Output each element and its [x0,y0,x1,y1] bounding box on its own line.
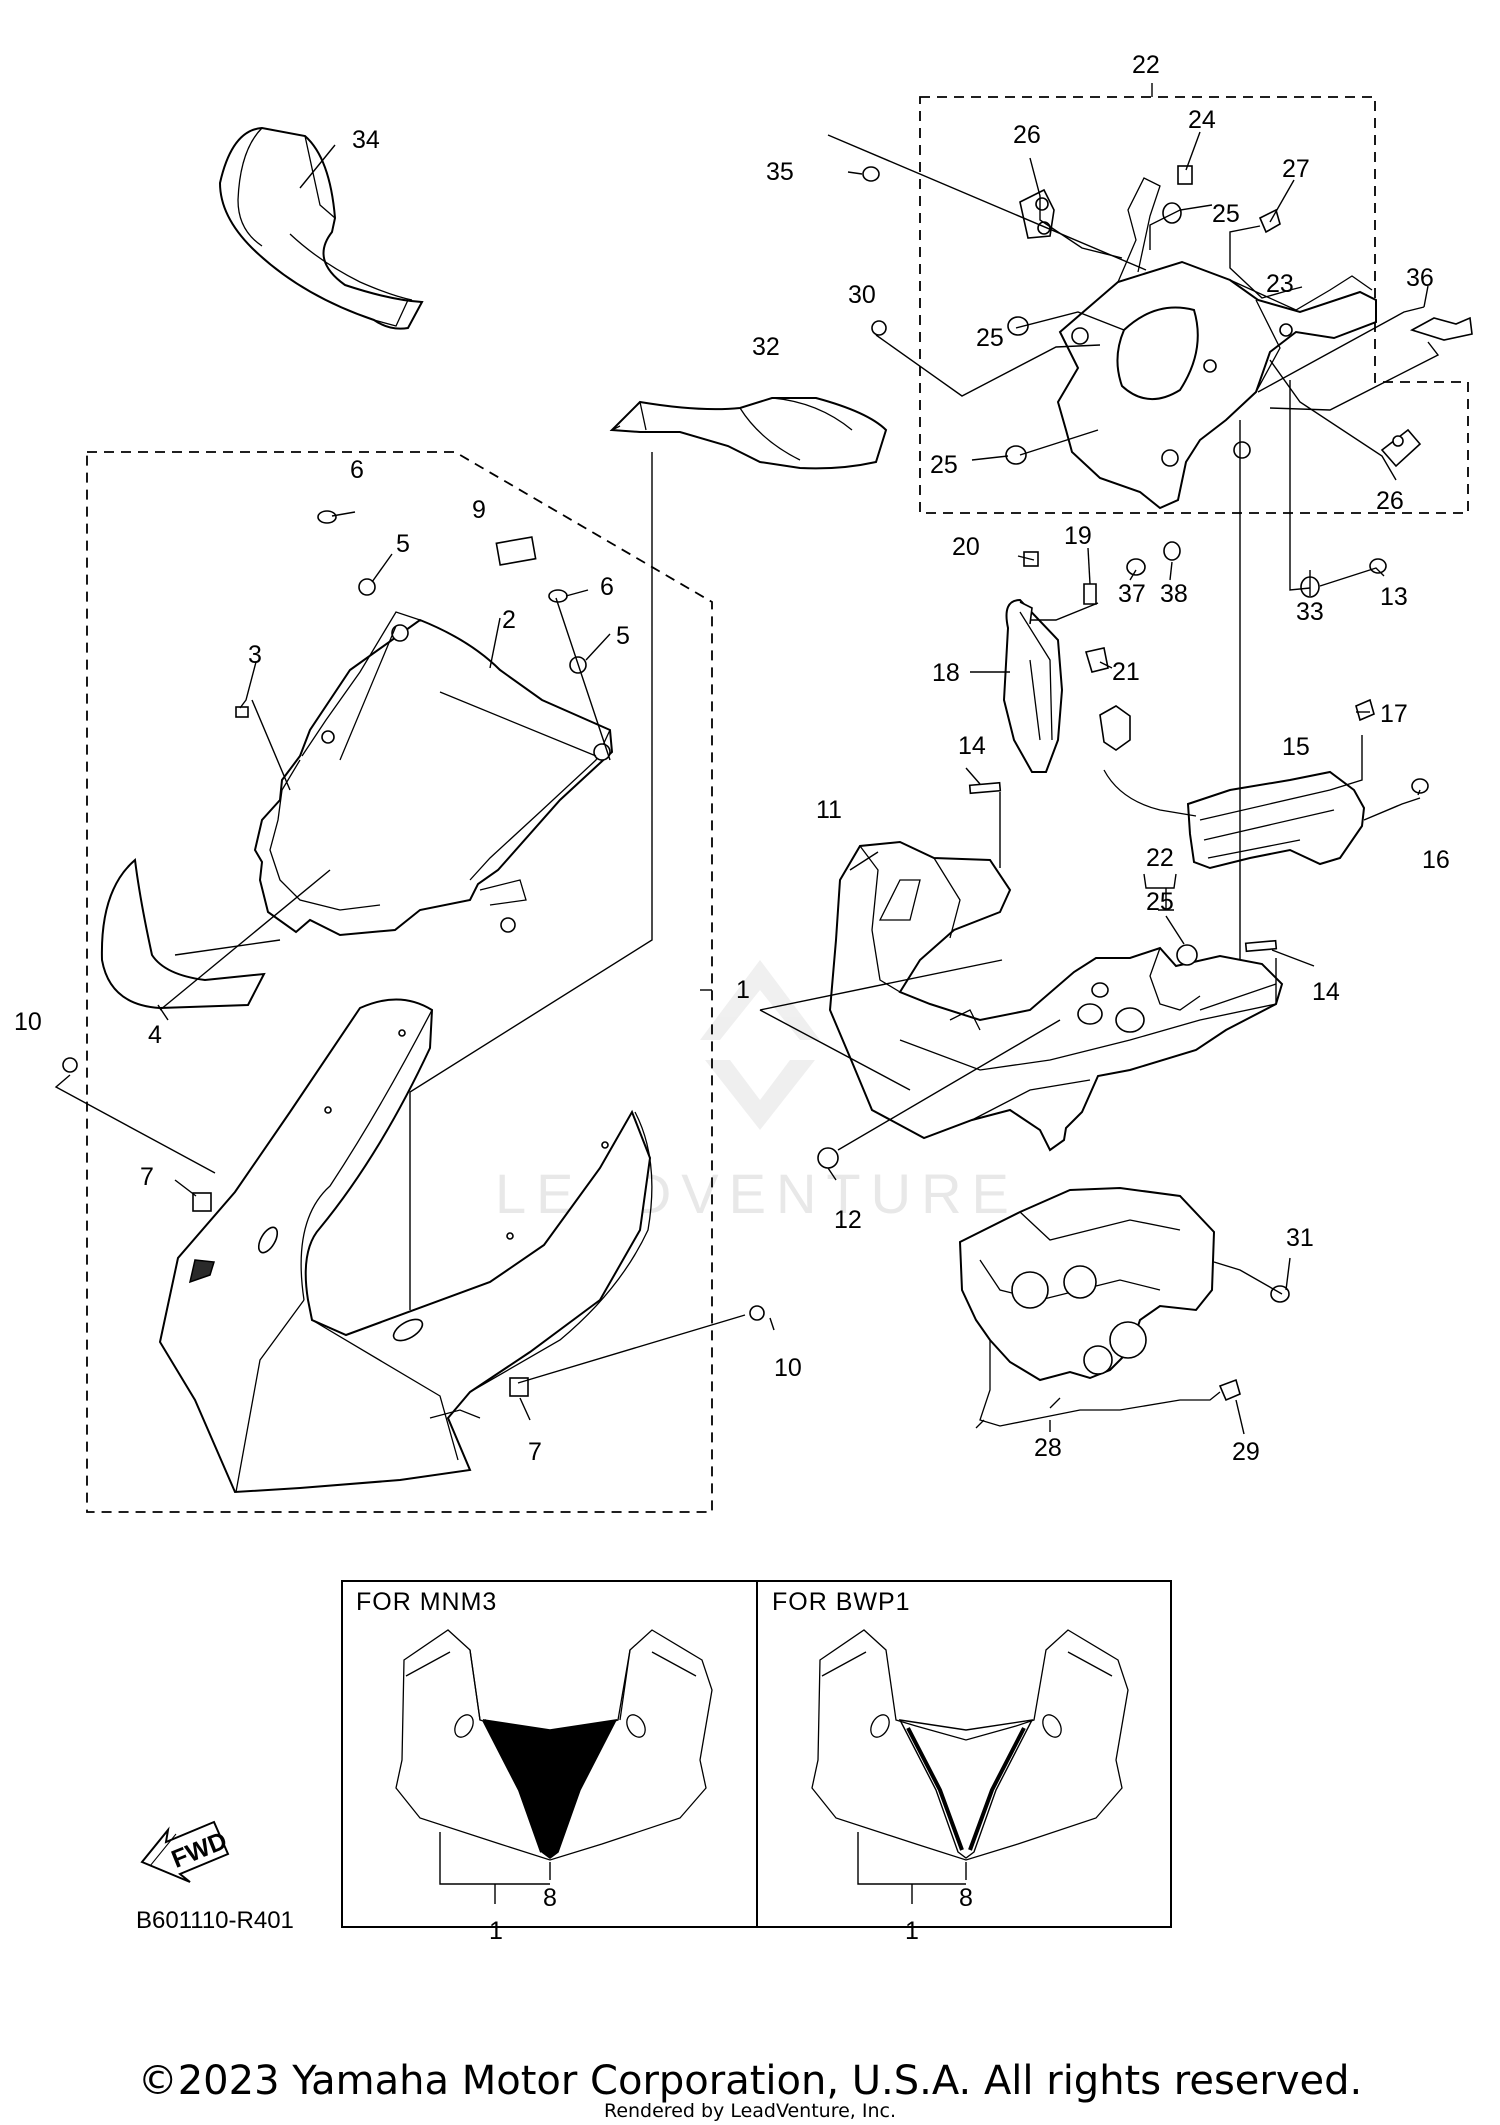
variant-bwp1-title: FOR BWP1 [772,1588,911,1616]
grommet-12 [817,1147,839,1169]
label-36: 36 [1406,264,1434,292]
variant-bwp1-part-8: 8 [959,1884,973,1912]
label-30: 30 [848,281,876,309]
windshield-2 [253,611,614,937]
label-25b: 25 [976,324,1004,352]
label-32: 32 [752,333,780,361]
label-20: 20 [952,533,980,561]
variant-mnm3-part-8: 8 [543,1884,557,1912]
label-37: 37 [1118,580,1146,608]
lens-18 [1002,598,1064,773]
copyright-text: ©2023 Yamaha Motor Corporation, U.S.A. A… [137,2058,1363,2104]
label-14b: 14 [1312,978,1340,1006]
label-27: 27 [1282,155,1310,183]
label-9: 9 [472,496,486,524]
leaders-lower [1049,1257,1291,1435]
label-6b: 6 [600,573,614,601]
label-6a: 6 [350,456,364,484]
label-17: 17 [1380,700,1408,728]
part-labels: 34 6 5 9 6 5 2 3 4 10 7 1 10 7 32 35 30 … [14,51,1450,1466]
label-33: 33 [1296,598,1324,626]
label-1: 1 [736,976,750,1004]
bracket-23 [1056,177,1377,510]
label-10b: 10 [774,1354,802,1382]
label-16: 16 [1422,846,1450,874]
label-5a: 5 [396,530,410,558]
leaders-right-top [827,83,1440,481]
rendered-by-text: Rendered by LeadVenture, Inc. [603,2100,897,2122]
group-22-boundary [919,96,1469,514]
label-14a: 14 [958,732,986,760]
label-7a: 7 [140,1163,154,1191]
headlight-unit [958,1186,1290,1429]
label-26a: 26 [1013,121,1041,149]
label-24: 24 [1188,106,1216,134]
housing-11 [828,840,1284,1152]
label-3: 3 [248,641,262,669]
label-2: 2 [502,606,516,634]
label-5b: 5 [616,622,630,650]
label-19: 19 [1064,522,1092,550]
upper-cowl-1 [158,998,653,1494]
label-11: 11 [816,796,842,824]
hardware-mid [1023,541,1429,794]
variant-bwp1-part-1: 1 [905,1917,919,1945]
variant-box: FOR MNM3 8 1 FOR BWP1 [341,1580,1172,1945]
label-34: 34 [352,126,380,154]
drawing-code: B601110-R401 [136,1907,294,1934]
leaders-left [54,144,775,1421]
label-31: 31 [1286,1224,1314,1252]
leaders-mid [759,380,1421,1181]
label-35: 35 [766,158,794,186]
grommet-25-lower [1176,944,1198,966]
mirror-34 [218,126,424,330]
label-23: 23 [1266,270,1294,298]
label-15: 15 [1282,733,1310,761]
bracket-22-25 [1143,873,1177,889]
pins-14 [968,781,1278,953]
hardware-left [62,510,765,1397]
panel-15 [1099,705,1366,870]
group-1-boundary [86,451,713,1513]
variant-mnm3-title: FOR MNM3 [356,1588,497,1616]
label-25c: 25 [930,451,958,479]
duct-32 [609,397,888,470]
label-25d: 25 [1146,888,1174,916]
variant-mnm3-part-1: 1 [489,1917,503,1945]
bracket-hardware [862,165,1473,468]
label-29: 29 [1232,1438,1260,1466]
fwd-arrow-icon: FWD [140,1820,231,1883]
label-22a: 22 [1132,51,1160,79]
label-7b: 7 [528,1438,542,1466]
label-21: 21 [1112,658,1140,686]
variant-bwp1: FOR BWP1 8 1 [772,1588,1129,1945]
label-12: 12 [834,1206,862,1234]
variant-mnm3: FOR MNM3 8 1 [356,1588,713,1945]
label-13: 13 [1380,583,1408,611]
label-10a: 10 [14,1008,42,1036]
label-22b: 22 [1146,844,1174,872]
label-25a: 25 [1212,200,1240,228]
label-26b: 26 [1376,487,1404,515]
label-18: 18 [932,659,960,687]
label-38: 38 [1160,580,1188,608]
label-4: 4 [148,1021,162,1049]
decal-4 [100,858,266,1010]
label-28: 28 [1034,1434,1062,1462]
